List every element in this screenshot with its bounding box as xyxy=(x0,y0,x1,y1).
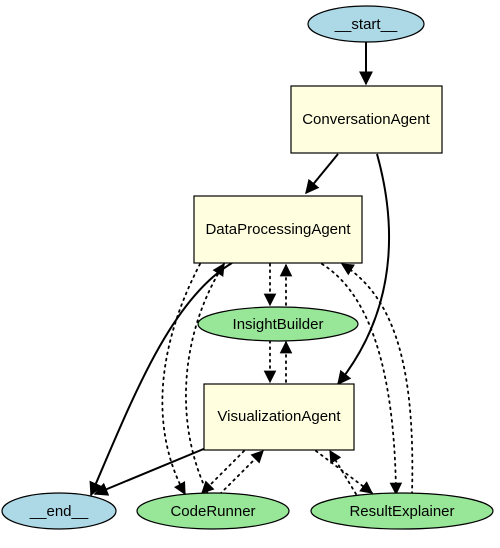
node-end-label: __end__ xyxy=(29,503,89,520)
edge-data-processing-agent-to-code-runner xyxy=(161,263,201,496)
node-visualization-agent-label: VisualizationAgent xyxy=(217,408,341,425)
edge-code-runner-to-data-processing-agent xyxy=(185,262,225,495)
edge-result-explainer-to-data-processing-agent xyxy=(340,263,414,495)
node-visualization-agent: VisualizationAgent xyxy=(203,383,355,451)
node-code-runner-shape xyxy=(136,492,290,530)
node-insight-builder-shape xyxy=(197,306,359,342)
node-code-runner-label: CodeRunner xyxy=(170,503,255,520)
node-result-explainer-label: ResultExplainer xyxy=(349,503,454,520)
node-data-processing-agent-label: DataProcessingAgent xyxy=(205,221,351,238)
node-insight-builder-label: InsightBuilder xyxy=(233,316,324,333)
node-visualization-agent-shape xyxy=(203,383,355,451)
node-code-runner: CodeRunner xyxy=(136,492,290,530)
edge-data-processing-agent-to-result-explainer xyxy=(321,263,403,496)
node-result-explainer: ResultExplainer xyxy=(310,492,494,530)
node-end: __end__ xyxy=(1,492,117,530)
node-result-explainer-shape xyxy=(310,492,494,530)
edge-conversation-agent-to-data-processing-agent xyxy=(305,153,339,195)
node-conversation-agent-shape xyxy=(290,85,443,154)
node-data-processing-agent: DataProcessingAgent xyxy=(193,195,363,264)
node-insight-builder: InsightBuilder xyxy=(197,306,359,342)
node-end-shape xyxy=(1,492,117,530)
edge-visualization-agent-to-result-explainer xyxy=(315,450,374,494)
node-start-shape xyxy=(307,5,425,43)
node-conversation-agent: ConversationAgent xyxy=(290,85,443,154)
edge-data-processing-agent-to-end xyxy=(89,262,233,497)
edge-visualization-agent-to-code-runner xyxy=(201,450,245,494)
node-conversation-agent-label: ConversationAgent xyxy=(302,111,430,128)
node-data-processing-agent-shape xyxy=(193,195,363,264)
edge-visualization-agent-to-end xyxy=(93,447,207,496)
node-start-label: __start__ xyxy=(334,16,398,33)
edge-result-explainer-to-visualization-agent xyxy=(329,449,357,495)
edge-conversation-agent-to-visualization-agent xyxy=(337,153,391,386)
node-start: __start__ xyxy=(307,5,425,43)
edge-code-runner-to-visualization-agent xyxy=(219,450,264,495)
